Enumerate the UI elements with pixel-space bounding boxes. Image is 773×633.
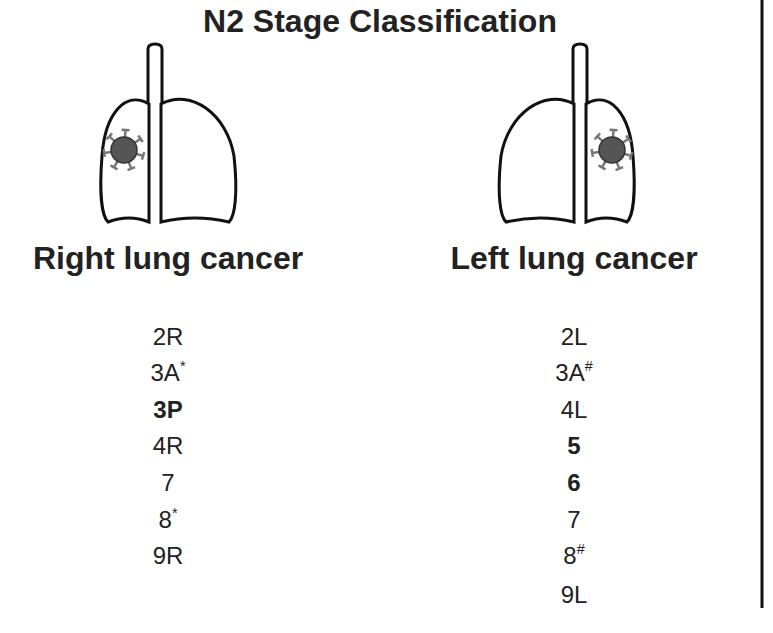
tumor-symbol — [592, 130, 633, 170]
tumor-spike — [630, 152, 632, 160]
column-heading: Left lung cancer — [450, 240, 697, 277]
divider-line — [761, 0, 764, 608]
station-label: 3P — [153, 396, 182, 424]
station-label: 2L — [561, 323, 588, 351]
lung-outline — [101, 100, 149, 222]
column-heading: Right lung cancer — [33, 240, 303, 277]
tumor-spike — [599, 165, 606, 169]
tumor-spike — [111, 165, 118, 169]
tumor-body — [111, 137, 137, 163]
station-label: 4R — [153, 432, 184, 460]
trachea — [148, 44, 162, 106]
tumor-spike — [104, 149, 105, 157]
diagram-title: N2 Stage Classification — [203, 3, 557, 40]
lungs-right-tumor — [101, 44, 236, 222]
trachea — [573, 44, 587, 106]
lungs-left-tumor — [499, 44, 634, 222]
station-label: 6 — [567, 469, 580, 497]
tumor-spike — [128, 167, 135, 170]
tumor-spike — [610, 129, 618, 132]
station-label: 7 — [161, 469, 174, 497]
station-label: 8* — [159, 506, 178, 534]
station-label: 2R — [153, 323, 184, 351]
station-label: 3A* — [151, 359, 186, 387]
tumor-spike — [592, 149, 593, 157]
tumor-spike — [122, 129, 130, 132]
station-label: 9R — [153, 542, 184, 570]
lung-outline — [499, 99, 574, 222]
tumor-spike — [626, 135, 631, 142]
tumor-spike — [138, 135, 143, 142]
station-label: 8# — [563, 542, 584, 570]
station-label: 7 — [567, 506, 580, 534]
tumor-symbol — [104, 130, 145, 170]
tumor-spike — [616, 167, 623, 170]
tumor-spike — [107, 133, 112, 139]
lung-outline — [586, 100, 634, 222]
tumor-spike — [142, 152, 144, 160]
station-label: 4L — [561, 396, 588, 424]
station-label: 9L — [561, 581, 588, 609]
station-label: 5 — [567, 432, 580, 460]
tumor-body — [599, 137, 625, 163]
tumor-spike — [595, 133, 600, 139]
station-label: 3A# — [555, 359, 592, 387]
lung-outline — [161, 99, 236, 222]
